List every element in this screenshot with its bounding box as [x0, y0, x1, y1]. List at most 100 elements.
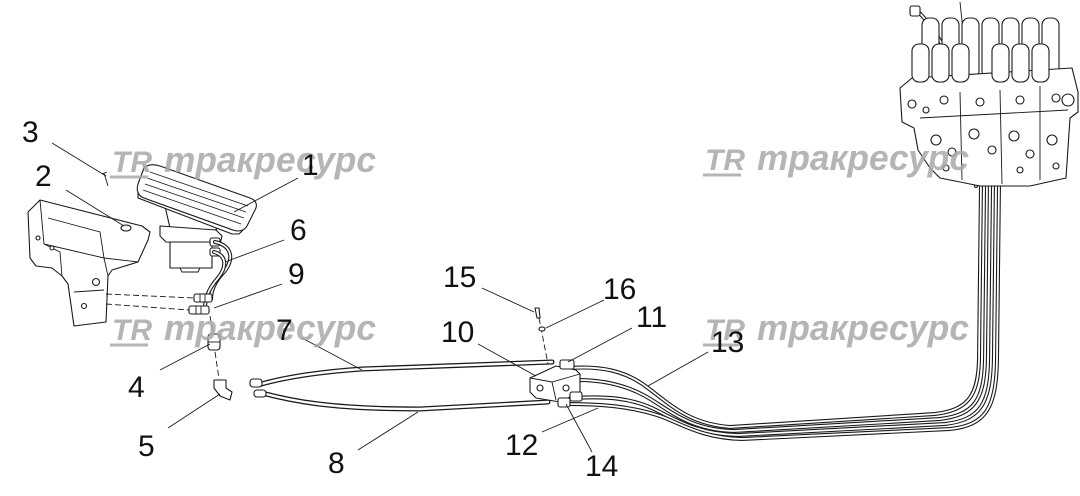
spool-cap	[951, 43, 970, 83]
washer-part-16	[538, 326, 546, 332]
leader-line-11	[567, 327, 633, 363]
port	[907, 99, 917, 109]
pedal-assembly	[136, 164, 257, 273]
watermark-text: тракресурс	[164, 307, 376, 348]
leader-lines	[51, 142, 709, 453]
callout-12: 12	[505, 429, 538, 462]
port	[1052, 162, 1060, 170]
fitting-part-11	[559, 359, 575, 370]
watermark-logo: TR	[705, 144, 745, 177]
spool-cap	[1031, 43, 1050, 83]
fitting-part-14	[569, 391, 583, 402]
bracket-hole	[80, 302, 88, 310]
port	[968, 128, 980, 140]
port	[1016, 166, 1024, 174]
leader-line-14	[565, 403, 593, 453]
fitting-part-12	[557, 397, 571, 408]
pedal-bracket	[27, 199, 151, 327]
bolt-part-15	[534, 307, 541, 319]
fitting-part-9	[188, 305, 210, 315]
callout-14: 14	[585, 450, 618, 483]
watermark-text: тракресурс	[164, 139, 376, 180]
alignment-line	[105, 293, 220, 380]
callout-5: 5	[138, 430, 155, 463]
leader-line-6	[224, 239, 285, 263]
port	[975, 97, 985, 107]
bracket-edges	[39, 199, 139, 293]
watermark-logo: TR	[705, 314, 745, 347]
bracket-hole	[49, 245, 55, 251]
fitting-hex-lines	[195, 294, 206, 314]
watermark: TR тракресурс	[110, 307, 376, 348]
housing-tab	[179, 267, 201, 273]
valve-edges	[529, 373, 581, 401]
leader-line-13	[647, 351, 709, 387]
bolt-axis	[538, 317, 549, 365]
valve-block-part-10	[529, 307, 583, 408]
leader-line-1	[233, 177, 299, 213]
port	[987, 145, 997, 155]
leader-line-10	[477, 343, 537, 377]
pedal-ridges	[142, 171, 249, 225]
bracket-hole	[35, 235, 41, 241]
watermark-text: тракресурс	[757, 137, 969, 178]
pedal-valve-housing	[169, 241, 213, 269]
pedal-plate	[136, 164, 257, 232]
leader-line-16	[545, 299, 605, 329]
spacer-part-2	[120, 224, 132, 232]
leader-line-3	[51, 142, 107, 177]
fitting-part-9	[193, 293, 213, 303]
watermark-group: TR тракресурс TR тракресурс TR тракресур…	[110, 137, 969, 348]
port	[1046, 134, 1058, 146]
leader-line-8	[357, 411, 419, 451]
watermark-text: тракресурс	[757, 307, 969, 348]
callout-3: 3	[22, 116, 39, 149]
hoses-7-8	[249, 362, 552, 409]
hose-top-fitting	[909, 5, 921, 17]
watermark: TR тракресурс	[703, 137, 969, 178]
valve-section-lines	[919, 86, 1069, 185]
port	[1025, 149, 1035, 159]
spool-cap	[931, 43, 950, 83]
control-valve-block	[899, 17, 1079, 187]
leader-line-2	[65, 189, 125, 227]
watermark: TR тракресурс	[110, 139, 376, 180]
port	[939, 95, 949, 105]
callout-7: 7	[276, 314, 293, 347]
valve-port	[536, 384, 544, 392]
valve-port	[562, 384, 570, 392]
bracket-body	[27, 199, 151, 327]
spool-cap	[991, 43, 1010, 83]
leader-line-7	[301, 337, 363, 371]
callout-8: 8	[328, 447, 345, 480]
leader-line-15	[481, 287, 535, 313]
callout-4: 4	[128, 371, 145, 404]
watermark-logo: TR	[112, 314, 152, 347]
port	[1008, 130, 1020, 142]
spool-cap	[1011, 43, 1030, 83]
port	[1061, 93, 1075, 107]
leader-line-4	[159, 343, 211, 371]
valve-spools-front	[911, 43, 1050, 83]
callout-9: 9	[288, 258, 305, 291]
callout-11: 11	[636, 301, 667, 334]
bracket-hole	[91, 277, 101, 287]
hose-7	[258, 362, 552, 385]
callout-1: 1	[302, 149, 319, 182]
port	[1015, 95, 1025, 105]
leader-line-12	[541, 407, 599, 433]
spool-cap	[911, 43, 930, 83]
port	[1051, 93, 1061, 103]
callout-13: 13	[711, 326, 744, 359]
valve-ports	[907, 93, 1075, 174]
callout-2: 2	[35, 160, 52, 193]
callout-15: 15	[443, 261, 476, 294]
watermark: TR тракресурс	[703, 307, 969, 348]
callout-6: 6	[290, 214, 307, 247]
callout-10: 10	[441, 316, 474, 349]
watermark-logo: TR	[112, 146, 152, 179]
callouts: 1 2 3 4 5 6 7 8 9 10 11 12 13 14 15 16	[22, 116, 744, 483]
port	[947, 147, 957, 157]
elbow-fitting-part-5	[213, 379, 233, 401]
